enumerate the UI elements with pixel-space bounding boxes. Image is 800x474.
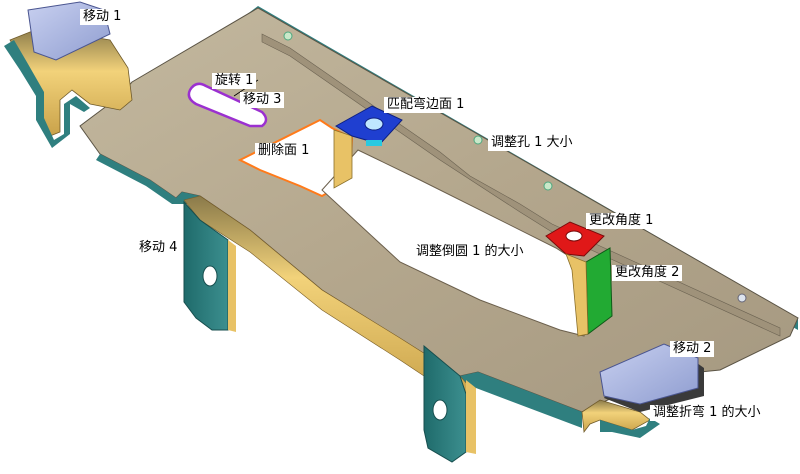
left-leg-hole (202, 265, 218, 287)
front-leg-hole (432, 399, 448, 421)
label-move3[interactable]: 移动 3 (240, 92, 285, 108)
match-flange-hole (364, 117, 384, 131)
match-flange-wall (333, 129, 353, 189)
label-adjust-fillet1[interactable]: 调整倒圆 1 的大小 (413, 244, 527, 260)
label-adjust-hole1[interactable]: 调整孔 1 大小 (488, 135, 576, 151)
label-match-flange1[interactable]: 匹配弯边面 1 (384, 97, 468, 113)
label-delete-face1[interactable]: 删除面 1 (255, 143, 313, 159)
plate-hole[interactable] (543, 181, 553, 191)
slot-cutout[interactable] (187, 82, 268, 128)
label-change-angle1[interactable]: 更改角度 1 (586, 213, 657, 229)
move2-tab[interactable] (599, 343, 699, 405)
change-angle1-hole (565, 230, 583, 242)
plate-hole[interactable] (473, 135, 483, 145)
left-leg[interactable] (183, 200, 229, 331)
plate-hole[interactable] (283, 31, 293, 41)
label-change-angle2[interactable]: 更改角度 2 (612, 265, 683, 281)
plate-front-edge (96, 154, 200, 204)
plate-front-edge-2 (460, 372, 582, 428)
plate-hole[interactable] (737, 293, 747, 303)
left-leg-gold-edge (228, 240, 236, 332)
label-move4[interactable]: 移动 4 (136, 240, 181, 256)
change-angle-bend (565, 253, 589, 337)
label-move2[interactable]: 移动 2 (670, 341, 715, 357)
label-adjust-bend1[interactable]: 调整折弯 1 的大小 (650, 405, 764, 421)
right-bend-edge (600, 418, 660, 438)
left-bend-edge (4, 40, 90, 148)
label-move1[interactable]: 移动 1 (80, 9, 125, 25)
label-rotate1[interactable]: 旋转 1 (212, 73, 257, 89)
match-flange-rim (366, 140, 382, 146)
front-leg-gold-edge (466, 380, 476, 454)
raised-lip (261, 33, 781, 337)
